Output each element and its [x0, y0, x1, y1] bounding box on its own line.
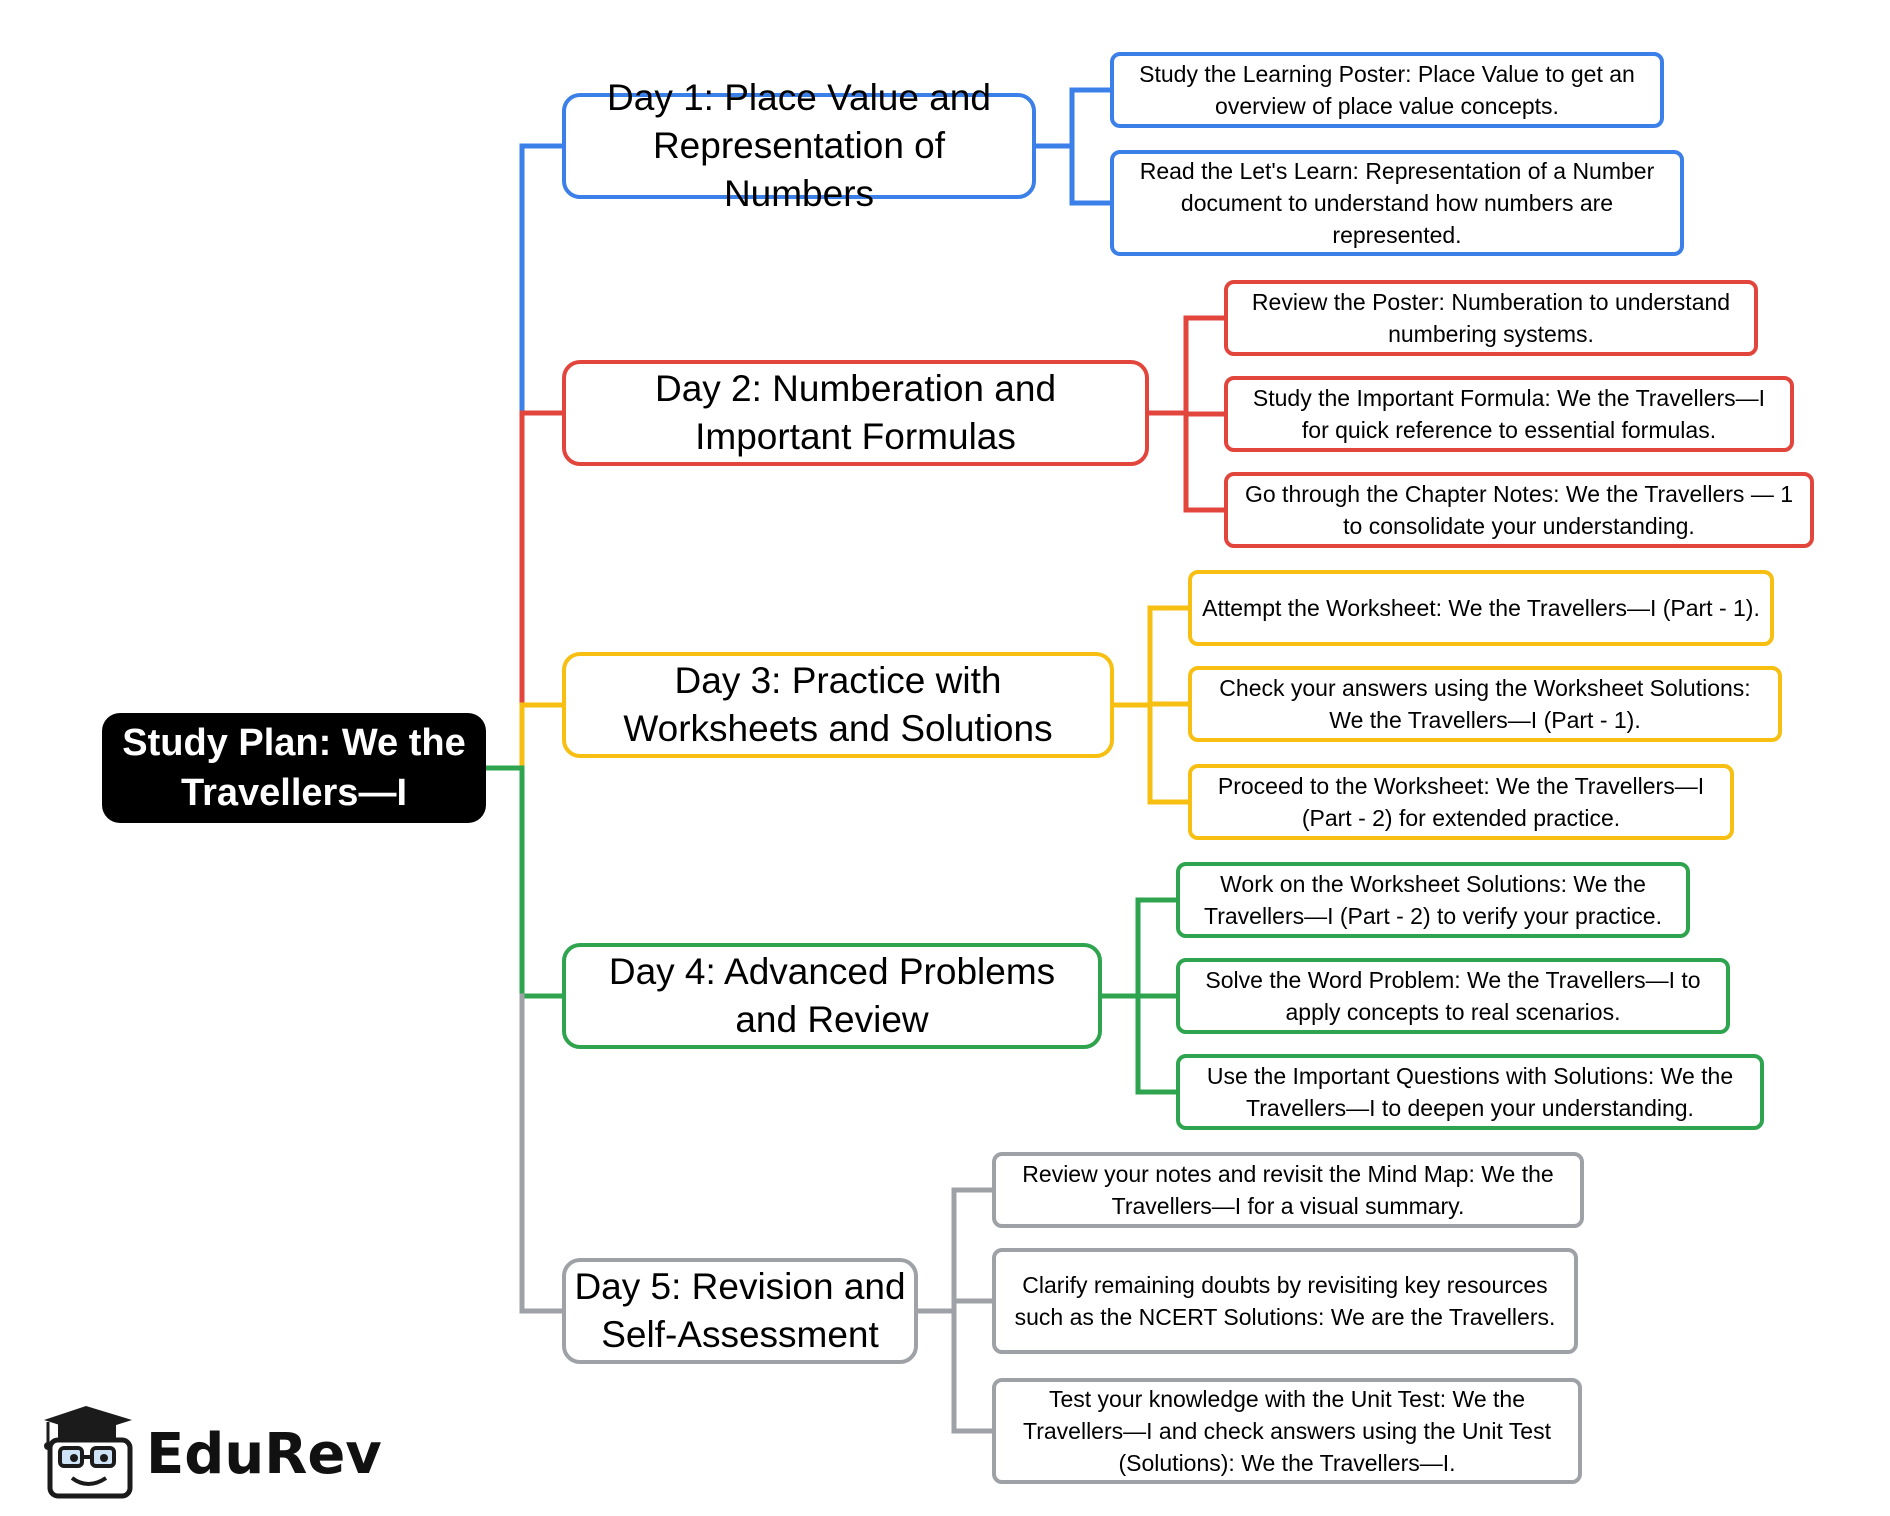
task-node-day3-1: Attempt the Worksheet: We the Travellers… [1188, 570, 1774, 646]
day-node-4: Day 4: Advanced Problems and Review [562, 943, 1102, 1049]
graduation-cap-mascot-icon [44, 1406, 133, 1499]
task-node-day4-1: Work on the Worksheet Solutions: We the … [1176, 862, 1690, 938]
task-node-day2-2: Study the Important Formula: We the Trav… [1224, 376, 1794, 452]
day-node-2: Day 2: Numberation and Important Formula… [562, 360, 1149, 466]
task-node-day4-3: Use the Important Questions with Solutio… [1176, 1054, 1764, 1130]
task-node-day1-1: Study the Learning Poster: Place Value t… [1110, 52, 1664, 128]
task-node-day1-2: Read the Let's Learn: Representation of … [1110, 150, 1684, 256]
task-node-day3-3: Proceed to the Worksheet: We the Travell… [1188, 764, 1734, 840]
task-node-day2-3: Go through the Chapter Notes: We the Tra… [1224, 472, 1814, 548]
task-node-day3-2: Check your answers using the Worksheet S… [1188, 666, 1782, 742]
task-node-day5-2: Clarify remaining doubts by revisiting k… [992, 1248, 1578, 1354]
task-node-day2-1: Review the Poster: Numberation to unders… [1224, 280, 1758, 356]
day-node-1: Day 1: Place Value and Representation of… [562, 77, 1036, 214]
edurev-logo [36, 1400, 366, 1500]
task-node-day5-1: Review your notes and revisit the Mind M… [992, 1152, 1584, 1228]
root-node-study-plan: Study Plan: We the Travellers—I [102, 713, 486, 823]
day-node-3: Day 3: Practice with Worksheets and Solu… [562, 652, 1114, 758]
brand-name: EduRev [146, 1422, 382, 1487]
task-node-day4-2: Solve the Word Problem: We the Traveller… [1176, 958, 1730, 1034]
day-node-5: Day 5: Revision and Self-Assessment [562, 1258, 918, 1364]
task-node-day5-3: Test your knowledge with the Unit Test: … [992, 1378, 1582, 1484]
